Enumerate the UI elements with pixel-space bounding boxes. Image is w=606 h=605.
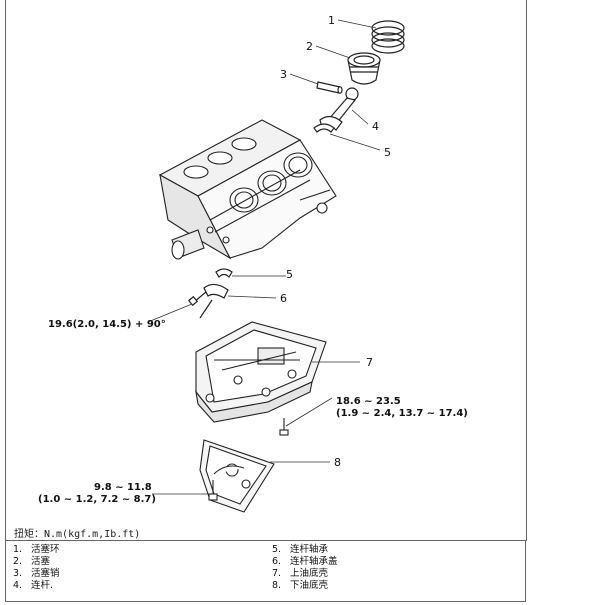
- upper-bearing-part: [313, 123, 335, 133]
- callout-7: 7: [366, 356, 373, 369]
- piston-pin-part: [316, 81, 343, 94]
- piston-part: [347, 52, 381, 85]
- parts-legend: 1.活塞环 2.活塞 3.活塞销 4.连杆. 5.连杆轴承 6.连杆轴承盖 7.…: [5, 540, 526, 602]
- torque-spec-nut: 19.6(2.0, 14.5) + 90°: [48, 319, 166, 330]
- torque-spec-lower-pan-line1: 9.8 ~ 11.8: [94, 482, 152, 493]
- upper-oil-pan-part: [195, 321, 327, 423]
- leader-lines: [147, 19, 381, 495]
- callout-1: 1: [328, 14, 335, 27]
- callout-8: 8: [334, 456, 341, 469]
- leader-1: [337, 19, 377, 29]
- torque-spec-upper-pan-line1: 18.6 ~ 23.5: [336, 396, 401, 407]
- leader-torque-upper: [285, 397, 333, 427]
- legend-item: 2.活塞: [13, 556, 51, 567]
- leader-4: [351, 109, 369, 125]
- lower-bearing-part: [215, 268, 233, 278]
- legend-item: 6.连杆轴承盖: [272, 556, 338, 567]
- legend-column-left: 1.活塞环 2.活塞 3.活塞销 4.连杆.: [13, 544, 60, 592]
- upper-pan-bolt: [279, 418, 289, 436]
- leader-2: [315, 45, 351, 59]
- legend-column-right: 5.连杆轴承 6.连杆轴承盖 7.上油底壳 8.下油底壳: [272, 544, 338, 592]
- exploded-view-figure: 1 2 3 4 5 5 6 7 8: [147, 14, 405, 513]
- cylinder-block-part: [158, 119, 337, 260]
- callout-5-upper: 5: [384, 146, 391, 159]
- legend-item: 8.下油底壳: [272, 580, 329, 591]
- legend-item: 4.连杆.: [13, 580, 54, 591]
- lower-pan-bolt: [208, 480, 218, 501]
- legend-item: 7.上油底壳: [272, 568, 329, 579]
- leader-3: [289, 73, 319, 85]
- leader-6: [227, 295, 277, 299]
- connecting-rod-part: [319, 87, 359, 131]
- piston-rings-part: [371, 20, 405, 54]
- bearing-cap-part: [187, 283, 229, 319]
- torque-unit-caption: 扭矩：N.m(kgf.m,Ib.ft): [14, 529, 141, 540]
- callout-4: 4: [372, 120, 379, 133]
- callout-2: 2: [306, 40, 313, 53]
- callout-6: 6: [280, 292, 287, 305]
- lower-oil-pan-part: [199, 439, 275, 513]
- callout-3: 3: [280, 68, 287, 81]
- legend-item: 5.连杆轴承: [272, 544, 329, 555]
- torque-spec-lower-pan-line2: (1.0 ~ 1.2, 7.2 ~ 8.7): [38, 494, 156, 505]
- torque-spec-upper-pan-line2: (1.9 ~ 2.4, 13.7 ~ 17.4): [336, 408, 468, 419]
- callout-5-lower: 5: [286, 268, 293, 281]
- legend-item: 1.活塞环: [13, 544, 60, 555]
- leader-5a: [329, 133, 381, 151]
- leader-torque-nut: [147, 303, 193, 323]
- legend-item: 3.活塞销: [13, 568, 60, 579]
